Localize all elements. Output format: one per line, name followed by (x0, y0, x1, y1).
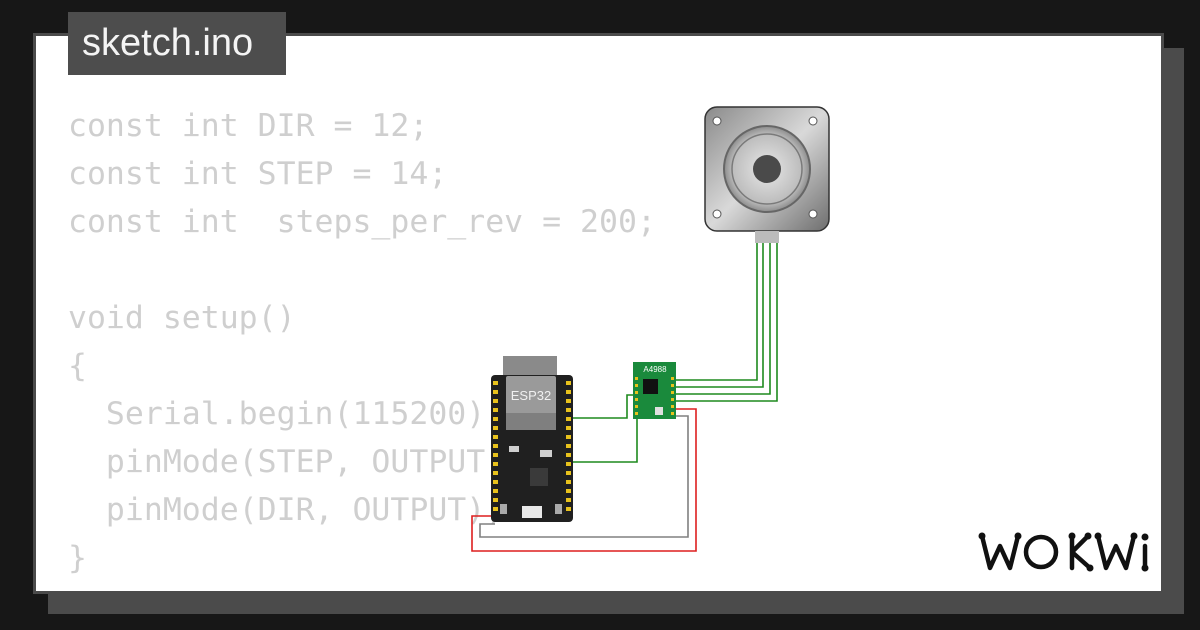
code-line: } (68, 540, 87, 576)
code-line: void setup() (68, 300, 296, 336)
code-editor: const int DIR = 12; const int STEP = 14; c… (68, 102, 656, 591)
code-line: const int STEP = 14; (68, 156, 448, 192)
driver-label: A4988 (643, 365, 667, 374)
wokwi-logo (942, 488, 1152, 583)
wokwi-logo-icon (978, 532, 1149, 572)
stepper-motor[interactable] (704, 106, 830, 243)
a4988-driver[interactable]: A4988 (633, 362, 676, 419)
code-line: const int steps_per_rev = 200; (68, 204, 656, 240)
power-wire-red[interactable] (471, 408, 697, 552)
code-line: { (68, 348, 87, 384)
esp32-board[interactable]: ESP32 (491, 356, 573, 522)
preview-card: const int DIR = 12; const int STEP = 14; c… (33, 33, 1164, 594)
code-line: const int DIR = 12; (68, 108, 429, 144)
code-line: void loop() (68, 582, 656, 591)
file-tab[interactable]: sketch.ino (68, 12, 286, 75)
ground-wire-gray[interactable] (479, 415, 689, 538)
motor-wires[interactable] (676, 243, 778, 402)
code-line: Serial.begin(115200); (68, 396, 505, 432)
code-line: pinMode(DIR, OUTPUT); (68, 492, 505, 528)
esp32-label: ESP32 (511, 388, 551, 403)
